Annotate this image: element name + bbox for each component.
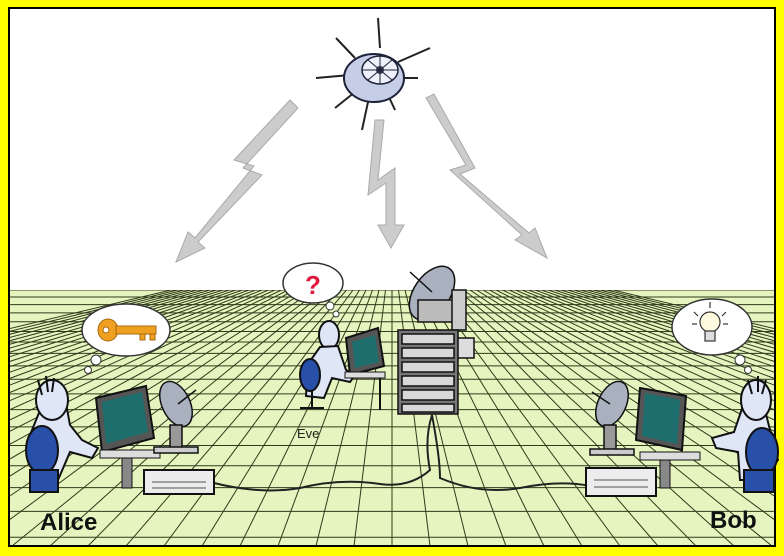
- server-rack: [398, 330, 458, 414]
- eve-label: Eve: [297, 426, 319, 441]
- sky-area: [9, 8, 775, 290]
- bob-label: Bob: [710, 507, 757, 534]
- alice-device: [144, 470, 214, 494]
- alice-label: Alice: [40, 509, 97, 536]
- question-mark: ?: [305, 270, 321, 300]
- bob-device: [586, 468, 656, 496]
